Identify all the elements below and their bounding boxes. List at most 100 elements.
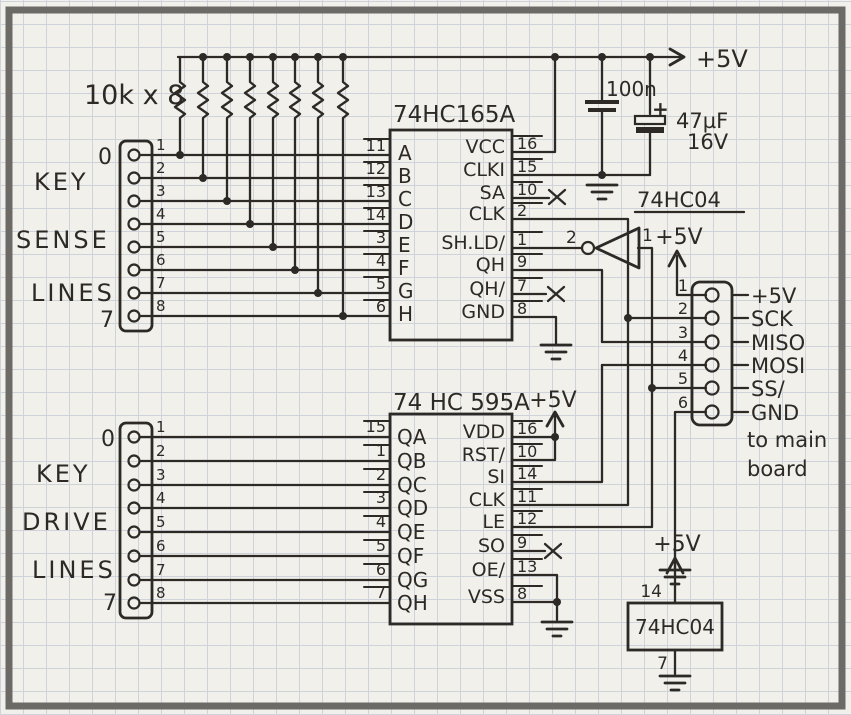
main-connector-body xyxy=(690,280,734,427)
pin-num: 15 xyxy=(366,417,386,436)
hc04-package-title: 74HC04 xyxy=(635,615,715,639)
net-label: MOSI xyxy=(751,354,805,378)
pin-num: 1 xyxy=(376,441,386,460)
pin-num: 3 xyxy=(156,466,166,484)
cap-47uf-bottom-plate-icon xyxy=(636,127,664,133)
rail-supply-label: +5V xyxy=(696,45,748,73)
drive-connector-body xyxy=(118,421,154,620)
pin-num: 10 xyxy=(517,442,537,461)
inverter-pin-out: 2 xyxy=(566,228,577,248)
sense-label-3: LINES xyxy=(31,279,115,307)
pin-num: 7 xyxy=(376,583,386,602)
pin-num: 4 xyxy=(156,489,166,507)
main-connector-wires xyxy=(600,254,750,570)
capacitors xyxy=(585,100,667,133)
pin-num: 5 xyxy=(678,369,688,388)
pin-name: QB xyxy=(397,449,426,473)
connector-pad-icon xyxy=(127,171,141,185)
pin-num: 13 xyxy=(517,557,537,576)
connector-pad-icon xyxy=(127,286,141,300)
pin-name: QH xyxy=(397,591,428,615)
connector-pad-icon xyxy=(704,404,720,420)
x-mark-icon xyxy=(546,285,566,303)
hc04-supply-label: +5V xyxy=(653,532,700,557)
connector-pad-icon xyxy=(704,380,720,396)
inverter-triangle-icon xyxy=(594,226,641,270)
page-frame xyxy=(5,6,846,710)
sense-index-last: 7 xyxy=(100,308,114,333)
chip595-right-wires xyxy=(510,363,604,622)
pin-num: 6 xyxy=(156,251,166,269)
chip-74hc595a: 74 HC 595A +5V 15 1 2 3 4 5 6 7 QA QB QC… xyxy=(363,388,577,626)
connector-pad-icon xyxy=(127,309,141,323)
pin-name: VCC xyxy=(465,136,505,158)
pin-num: 5 xyxy=(156,228,166,246)
pin-num: 3 xyxy=(678,323,688,342)
pin-num: 6 xyxy=(678,393,688,412)
drive-index-last: 7 xyxy=(103,591,117,616)
pin-num: 9 xyxy=(517,252,527,271)
pin-name: D xyxy=(398,210,413,234)
pin-num: 11 xyxy=(517,487,537,506)
pin-name: G xyxy=(398,279,414,303)
pin-num: 2 xyxy=(156,159,166,177)
pin-name: CLK xyxy=(469,489,506,511)
ground-icon xyxy=(585,183,619,201)
pin-num: 12 xyxy=(517,509,537,528)
pin-name: QD xyxy=(397,496,428,520)
connector-pad-icon xyxy=(704,357,720,373)
pin-num: 14 xyxy=(640,582,662,602)
connector-pad-icon xyxy=(127,478,141,492)
inverter-chip-label: 74HC04 xyxy=(637,188,721,212)
sense-label-2: SENSE xyxy=(16,226,110,254)
chip595-title: 74 HC 595A xyxy=(393,390,530,416)
ground-icon xyxy=(539,343,573,361)
net-label: GND xyxy=(751,401,799,425)
chip165-pin-tabs xyxy=(363,135,543,302)
net-label: SS/ xyxy=(751,377,786,401)
pin-name: SH.LD/ xyxy=(441,232,505,254)
pin-num: 7 xyxy=(156,274,166,292)
sense-index-first: 0 xyxy=(98,145,112,170)
pin-name: QF xyxy=(397,544,424,568)
pin-num: 10 xyxy=(517,180,537,199)
cap-47uf-value: 47µF xyxy=(676,109,728,133)
x-mark-icon xyxy=(547,188,567,206)
no-connect-marks xyxy=(543,188,567,560)
pin-name: SO xyxy=(478,535,505,557)
net-label: MISO xyxy=(751,331,805,355)
drive-index-first: 0 xyxy=(101,427,115,452)
ground-icon xyxy=(540,620,574,638)
pin-num: 12 xyxy=(366,159,386,178)
pin-name: VDD xyxy=(463,421,505,443)
cap-wires xyxy=(600,55,652,177)
ground-icon xyxy=(658,568,692,586)
pin-num: 6 xyxy=(156,537,166,555)
chip165-body xyxy=(388,128,514,342)
pin-num: 8 xyxy=(156,584,166,602)
pin-num: 14 xyxy=(366,205,386,224)
pin-num: 6 xyxy=(376,560,386,579)
pin-name: QH xyxy=(476,254,505,276)
pin-num: 4 xyxy=(678,346,688,365)
net-label: SCK xyxy=(751,307,794,331)
chip595-body xyxy=(388,412,514,626)
connector-pad-icon xyxy=(127,240,141,254)
x-mark-icon xyxy=(543,542,563,560)
pin-num: 16 xyxy=(517,134,537,153)
pin-name: RST/ xyxy=(462,444,506,466)
connector-pad-icon xyxy=(127,194,141,208)
key-drive-lines xyxy=(139,435,392,605)
pin-name: A xyxy=(398,141,412,165)
inverter-bubble-icon xyxy=(580,240,596,256)
pin-num: 1 xyxy=(156,418,166,436)
pin-name: QE xyxy=(397,520,425,544)
cap-47uf-top-plate-icon xyxy=(633,114,667,126)
pin-num: 4 xyxy=(376,251,386,270)
chip165-title: 74HC165A xyxy=(393,102,516,128)
pin-num: 7 xyxy=(657,654,668,674)
pin-num: 15 xyxy=(517,157,537,176)
pin-name: C xyxy=(398,187,412,211)
